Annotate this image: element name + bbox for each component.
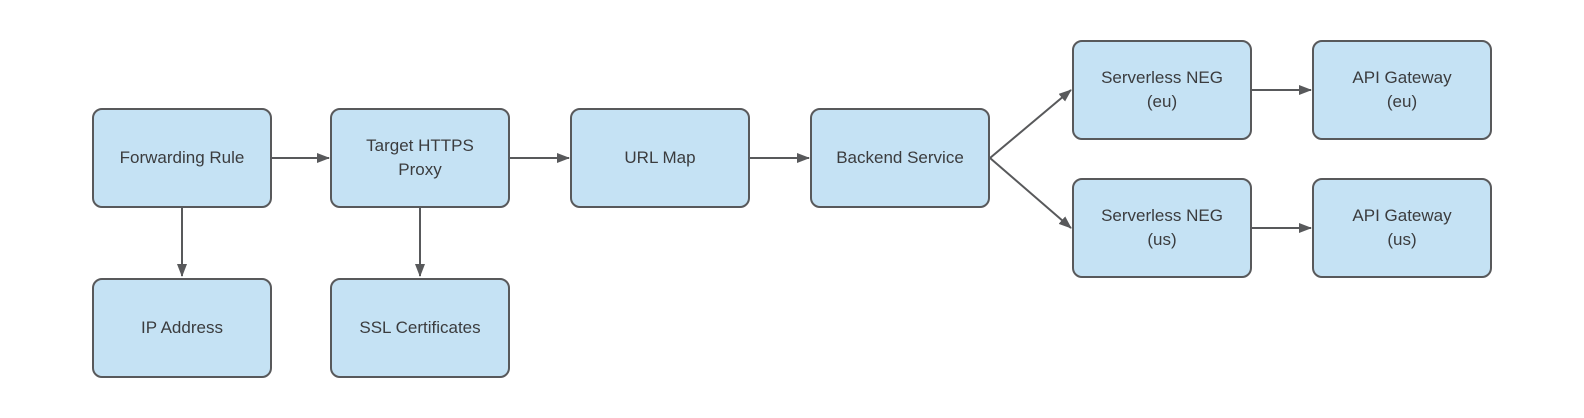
node-serverless-neg-eu: Serverless NEG (eu) [1072, 40, 1252, 140]
node-url-map: URL Map [570, 108, 750, 208]
node-api-gateway-us: API Gateway (us) [1312, 178, 1492, 278]
node-label-forwarding-rule: Forwarding Rule [119, 148, 245, 168]
node-target-https-proxy: Target HTTPS Proxy [330, 108, 510, 208]
node-forwarding-rule: Forwarding Rule [92, 108, 272, 208]
edge-backend-service-to-serverless-neg-eu [989, 89, 1072, 159]
node-ip-address: IP Address [92, 278, 272, 378]
node-label-api-gateway-eu: API Gateway (eu) [1352, 68, 1452, 111]
node-label-serverless-neg-us: Serverless NEG (us) [1101, 206, 1223, 249]
node-backend-service: Backend Service [810, 108, 990, 208]
node-label-serverless-neg-eu: Serverless NEG (eu) [1101, 68, 1223, 111]
node-label-ip-address: IP Address [141, 318, 223, 338]
node-label-target-https-proxy: Target HTTPS Proxy [366, 136, 474, 179]
node-label-url-map: URL Map [624, 148, 696, 168]
node-label-api-gateway-us: API Gateway (us) [1352, 206, 1452, 249]
node-label-backend-service: Backend Service [836, 148, 964, 168]
node-api-gateway-eu: API Gateway (eu) [1312, 40, 1492, 140]
node-ssl-certificates: SSL Certificates [330, 278, 510, 378]
node-serverless-neg-us: Serverless NEG (us) [1072, 178, 1252, 278]
node-label-ssl-certificates: SSL Certificates [359, 318, 481, 338]
edge-backend-service-to-serverless-neg-us [989, 157, 1072, 229]
